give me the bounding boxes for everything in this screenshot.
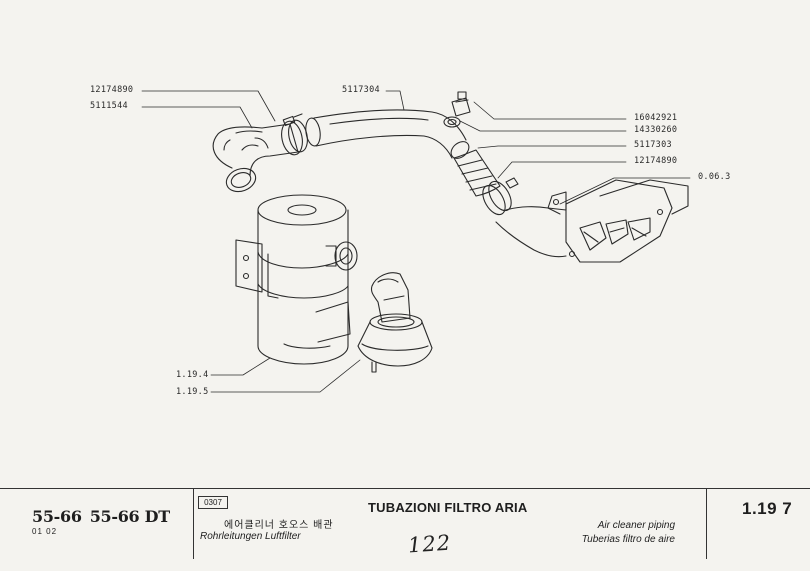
plug-and-washer: [443, 91, 471, 128]
model-name: 55-66: [32, 507, 82, 526]
catalog-footer: 55-66 55-66 DT 01 02 0307 TUBAZIONI FILTR…: [0, 488, 810, 571]
part-number-sleeve: 5117303: [634, 140, 672, 150]
title-korean: 에어클리너 호오스 배관: [224, 520, 334, 531]
filter-bowl-and-elbow: [357, 272, 433, 373]
footer-divider: [706, 489, 707, 559]
part-number-plug: 16042921: [634, 113, 678, 123]
left-elbow-hose: [212, 123, 299, 193]
leader-lines: [141, 90, 691, 393]
model-name: 55-66 DT: [89, 507, 170, 526]
intake-manifold: [495, 179, 689, 263]
part-number-elbow-left: 5111544: [90, 101, 128, 111]
model-names: 55-66 55-66 DT: [32, 507, 170, 526]
air-filter-housing: [235, 194, 358, 365]
handwritten-page-number: 122: [407, 530, 452, 558]
title-german: Rohrleitungen Luftfilter: [200, 531, 301, 542]
page-reference: 1.19 7: [742, 499, 793, 518]
ref-manifold: 0.06.3: [698, 172, 731, 182]
sleeve: [453, 149, 501, 197]
ref-filter: 1.19.4: [176, 370, 209, 380]
main-pipe: [305, 109, 470, 159]
ref-filter-bowl: 1.19.5: [176, 387, 209, 397]
title-english: Air cleaner piping: [597, 520, 675, 531]
title-italian: TUBAZIONI FILTRO ARIA: [368, 500, 528, 515]
left-clamp: [281, 113, 308, 156]
footer-divider: [193, 489, 194, 559]
edition-code: 01 02: [32, 527, 58, 536]
part-number-clamp-left: 12174890: [90, 85, 134, 95]
section-code-box: 0307: [198, 496, 228, 509]
title-spanish: Tuberias filtro de aire: [581, 534, 675, 545]
part-number-clamp-right: 12174890: [634, 156, 678, 166]
part-number-main-pipe: 5117304: [342, 85, 380, 95]
exploded-parts-diagram: [141, 90, 691, 393]
part-number-washer: 14330260: [634, 125, 678, 135]
